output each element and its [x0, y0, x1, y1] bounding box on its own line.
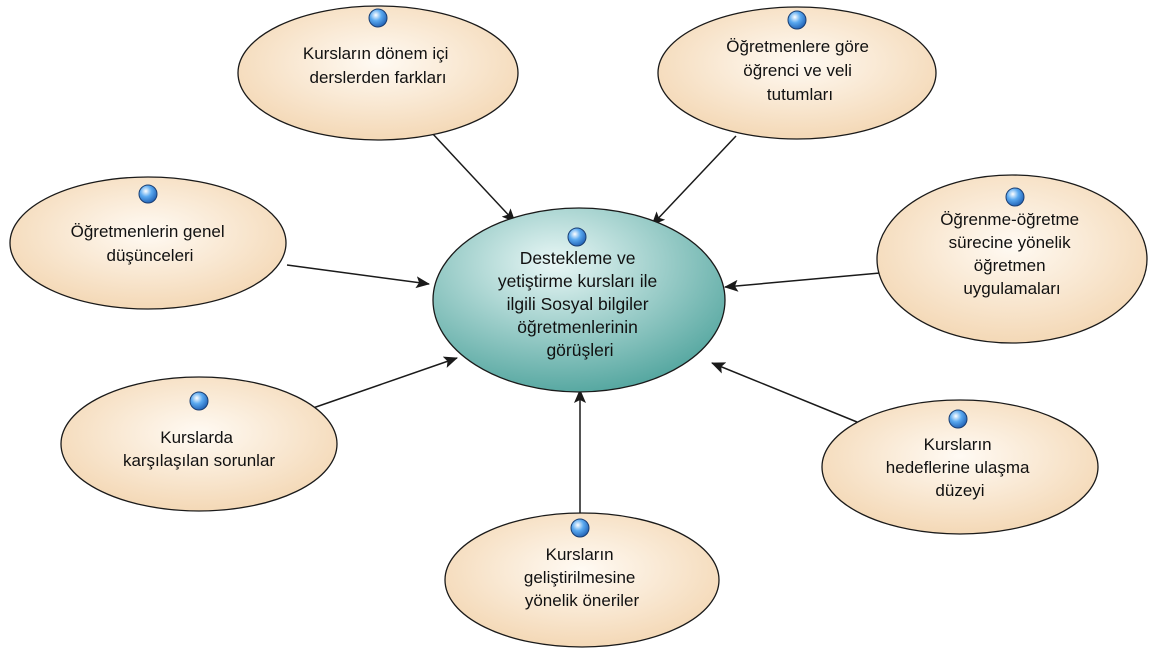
- node-marker-icon: [189, 391, 209, 411]
- central-line: öğretmenlerinin: [517, 317, 638, 337]
- node-text: Kursların geliştirilmesine yönelik öneri…: [524, 545, 640, 610]
- central-line: görüşleri: [546, 340, 613, 360]
- node-genel-dusunceler: Öğretmenlerin genel düşünceleri: [9, 176, 287, 310]
- node-line: Kursların dönem içi: [303, 44, 449, 63]
- node-line: Kursların: [546, 545, 614, 564]
- node-line: yönelik öneriler: [525, 591, 640, 610]
- node-line: tutumları: [767, 85, 833, 104]
- node-oneriler: Kursların geliştirilmesine yönelik öneri…: [444, 512, 720, 648]
- node-line: Kursların: [924, 435, 992, 454]
- central-node: Destekleme ve yetiştirme kursları ile il…: [432, 207, 726, 393]
- node-line: öğrenci ve veli: [743, 61, 852, 80]
- central-line: ilgili Sosyal bilgiler: [507, 294, 649, 314]
- node-line: derslerden farkları: [309, 68, 446, 87]
- node-ellipse: [657, 6, 937, 140]
- central-marker-icon: [567, 227, 587, 247]
- node-line: Kurslarda: [160, 428, 233, 447]
- arrow-sorunlar-to-center: [312, 356, 458, 409]
- node-line: Öğrenme-öğretme: [940, 210, 1079, 229]
- node-text: Öğretmenlerin genel düşünceleri: [71, 222, 230, 265]
- node-ellipse: [237, 5, 519, 141]
- node-sorunlar: Kurslarda karşılaşılan sorunlar: [60, 376, 338, 512]
- node-line: öğretmen: [974, 256, 1046, 275]
- node-line: geliştirilmesine: [524, 568, 635, 587]
- node-marker-icon: [948, 409, 968, 429]
- arrows-layer: [286, 132, 881, 514]
- node-text: Öğrenme-öğretme sürecine yönelik öğretme…: [940, 210, 1084, 298]
- node-line: Öğretmenlerin genel: [71, 222, 225, 241]
- node-line: uygulamaları: [963, 279, 1060, 298]
- central-line: yetiştirme kursları ile: [498, 271, 657, 291]
- node-line: düzeyi: [935, 481, 984, 500]
- node-text: Öğretmenlere göre öğrenci ve veli tutuml…: [726, 37, 873, 104]
- central-ellipse: [432, 207, 726, 393]
- central-text: Destekleme ve yetiştirme kursları ile il…: [498, 248, 662, 360]
- node-donem-ici: Kursların dönem içi derslerden farkları: [237, 5, 519, 141]
- node-marker-icon: [570, 518, 590, 538]
- node-ellipse: [876, 174, 1148, 344]
- node-ellipse: [821, 399, 1099, 535]
- node-ellipse: [60, 376, 338, 512]
- node-marker-icon: [787, 10, 807, 30]
- node-marker-icon: [1005, 187, 1025, 207]
- node-text: Kursların hedeflerine ulaşma düzeyi: [886, 435, 1034, 500]
- arrow-ogrenme-ogretme-to-center: [724, 272, 881, 292]
- node-text: Kurslarda karşılaşılan sorunlar: [123, 428, 275, 470]
- node-line: hedeflerine ulaşma: [886, 458, 1030, 477]
- node-line: sürecine yönelik: [949, 233, 1071, 252]
- node-text: Kursların dönem içi derslerden farkları: [303, 44, 453, 87]
- node-ogrenme-ogretme: Öğrenme-öğretme sürecine yönelik öğretme…: [876, 174, 1148, 344]
- node-line: karşılaşılan sorunlar: [123, 451, 275, 470]
- node-ellipse: [9, 176, 287, 310]
- node-hedefler: Kursların hedeflerine ulaşma düzeyi: [821, 399, 1099, 535]
- node-marker-icon: [138, 184, 158, 204]
- node-line: Öğretmenlere göre: [726, 37, 869, 56]
- node-ogrenci-veli: Öğretmenlere göre öğrenci ve veli tutuml…: [657, 6, 937, 140]
- arrow-donem-ici-to-center: [431, 132, 516, 223]
- arrow-hedefler-to-center: [711, 362, 858, 423]
- node-ellipse: [444, 512, 720, 648]
- node-line: düşünceleri: [107, 246, 194, 265]
- node-marker-icon: [368, 8, 388, 28]
- central-line: Destekleme ve: [520, 248, 636, 268]
- arrow-ogrenci-veli-to-center: [651, 135, 737, 226]
- arrow-genel-dusunceler-to-center: [286, 264, 430, 289]
